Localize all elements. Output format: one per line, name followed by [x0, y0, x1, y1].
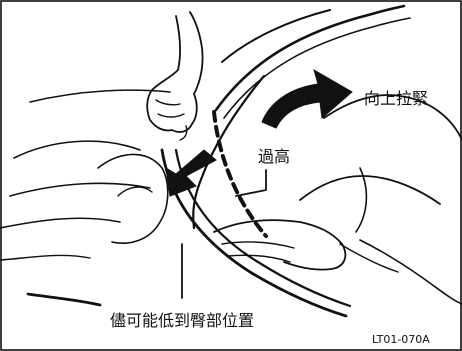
- seat-curve-4: [0, 217, 121, 229]
- label-pull-up: 向上拉緊: [364, 89, 428, 108]
- knee-outline: [97, 153, 169, 244]
- lower-belt-arrow-icon: [165, 149, 217, 197]
- figure-code: LT01-070A: [372, 333, 430, 346]
- too-high-leader-line: [235, 169, 267, 197]
- seat-bottom-line: [26, 292, 102, 307]
- seat-curve-5: [0, 254, 91, 261]
- pillar-line-inner: [223, 17, 411, 119]
- label-as-low-as-hips: 儘可能低到臀部位置: [110, 311, 254, 330]
- right-arm-cuff: [355, 167, 368, 233]
- right-arm-sleeve: [299, 175, 441, 205]
- belt-too-high-dashed: [212, 110, 268, 238]
- wrist-line: [339, 243, 399, 273]
- torso-line: [359, 239, 462, 305]
- line-art: [0, 4, 462, 318]
- seat-curve-1: [29, 89, 171, 103]
- lower-hand-outline: [213, 219, 347, 271]
- pillar-line-outer: [214, 4, 406, 112]
- seat-curve-3: [9, 182, 151, 197]
- shoulder-strap-edge: [192, 74, 266, 230]
- lower-hand-finger-2: [227, 254, 291, 263]
- pull-up-arrow-icon: [261, 68, 353, 129]
- right-arm-top: [323, 94, 462, 141]
- knee-fold: [117, 186, 153, 197]
- seat-curve-2: [13, 140, 141, 159]
- roof-line: [221, 9, 331, 63]
- upper-hand-outline: [146, 11, 204, 133]
- upper-hand-knuckle-2: [157, 113, 185, 118]
- upper-hand-knuckle-1: [155, 99, 181, 106]
- upper-hand-thumb: [179, 125, 188, 141]
- label-too-high: 過高: [258, 147, 290, 166]
- lower-hand-finger-1: [221, 241, 295, 249]
